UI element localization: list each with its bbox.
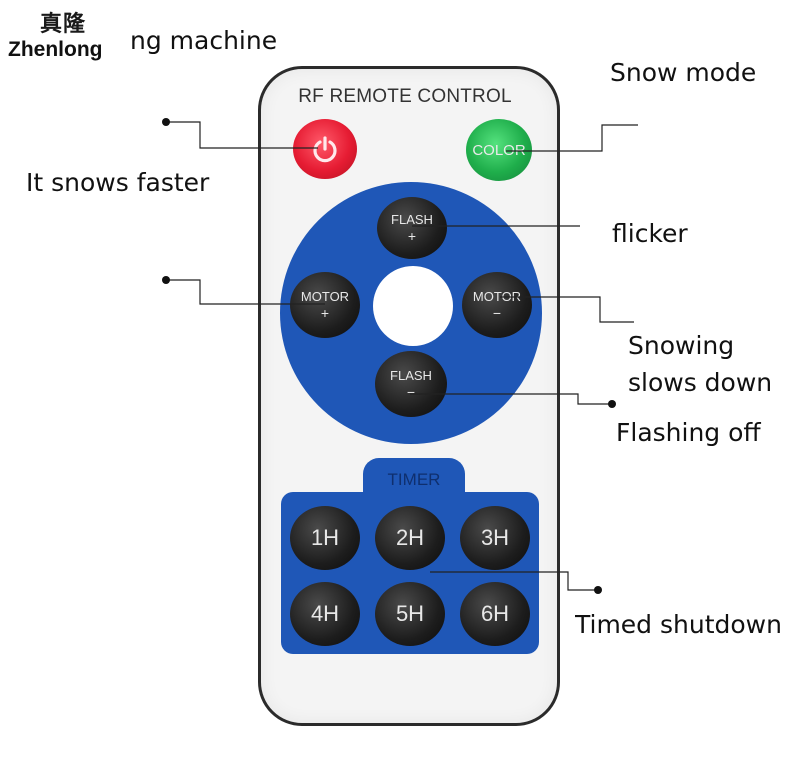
flash-minus-sign: − xyxy=(406,384,416,400)
motor-minus-label: MOTOR xyxy=(472,289,522,304)
motor-plus-label: MOTOR xyxy=(300,289,350,304)
logo-chinese: 真隆 xyxy=(40,12,87,37)
label-snow-mode: Snow mode xyxy=(610,58,757,87)
power-icon xyxy=(313,136,337,163)
color-button[interactable]: COLOR xyxy=(466,119,532,181)
flash-plus-label: FLASH xyxy=(391,212,433,227)
motor-minus-sign: − xyxy=(492,305,502,321)
label-machine: ng machine xyxy=(130,26,278,55)
callout-dot-motor-plus xyxy=(162,276,170,284)
leader-flash-minus xyxy=(410,393,610,405)
timer-5h-button[interactable]: 5H xyxy=(375,582,445,646)
panel-center-hole xyxy=(373,266,453,346)
motor-minus-button[interactable]: MOTOR − xyxy=(462,272,532,338)
callout-dot-power xyxy=(162,118,170,126)
logo-english: Zhenlong xyxy=(8,38,103,61)
flash-plus-button[interactable]: FLASH + xyxy=(377,197,447,259)
timer-4h-label: 4H xyxy=(310,601,340,626)
timer-4h-button[interactable]: 4H xyxy=(290,582,360,646)
timer-2h-button[interactable]: 2H xyxy=(375,506,445,570)
label-slows-down: slows down xyxy=(628,368,773,397)
timer-3h-button[interactable]: 3H xyxy=(460,506,530,570)
timer-2h-label: 2H xyxy=(395,525,425,550)
flash-plus-sign: + xyxy=(407,228,417,244)
timer-5h-label: 5H xyxy=(395,601,425,626)
motor-plus-button[interactable]: MOTOR + xyxy=(290,272,360,338)
leader-motor-minus xyxy=(500,296,634,323)
flash-minus-button[interactable]: FLASH − xyxy=(375,351,447,417)
timer-1h-label: 1H xyxy=(310,525,340,550)
power-button[interactable] xyxy=(293,119,357,179)
leader-motor-plus xyxy=(166,279,325,305)
timer-tab xyxy=(363,458,465,498)
label-flicker: flicker xyxy=(612,219,688,248)
timer-6h-label: 6H xyxy=(480,601,510,626)
timer-3h-label: 3H xyxy=(480,525,510,550)
flash-minus-label: FLASH xyxy=(390,368,432,383)
timer-1h-button[interactable]: 1H xyxy=(290,506,360,570)
label-timed-shutdown: Timed shutdown xyxy=(575,610,782,639)
remote-title: RF REMOTE CONTROL xyxy=(298,86,512,107)
label-snows-faster: It snows faster xyxy=(26,168,210,197)
label-snowing: Snowing xyxy=(628,331,735,360)
motor-plus-sign: + xyxy=(320,305,330,321)
leader-color xyxy=(506,124,638,152)
leader-timer xyxy=(430,571,598,591)
label-flashing-off: Flashing off xyxy=(616,418,761,447)
callout-dot-flash-minus xyxy=(608,400,616,408)
timer-6h-button[interactable]: 6H xyxy=(460,582,530,646)
timer-label: TIMER xyxy=(387,470,441,489)
leader-power xyxy=(166,121,318,149)
callout-dot-timer xyxy=(594,586,602,594)
